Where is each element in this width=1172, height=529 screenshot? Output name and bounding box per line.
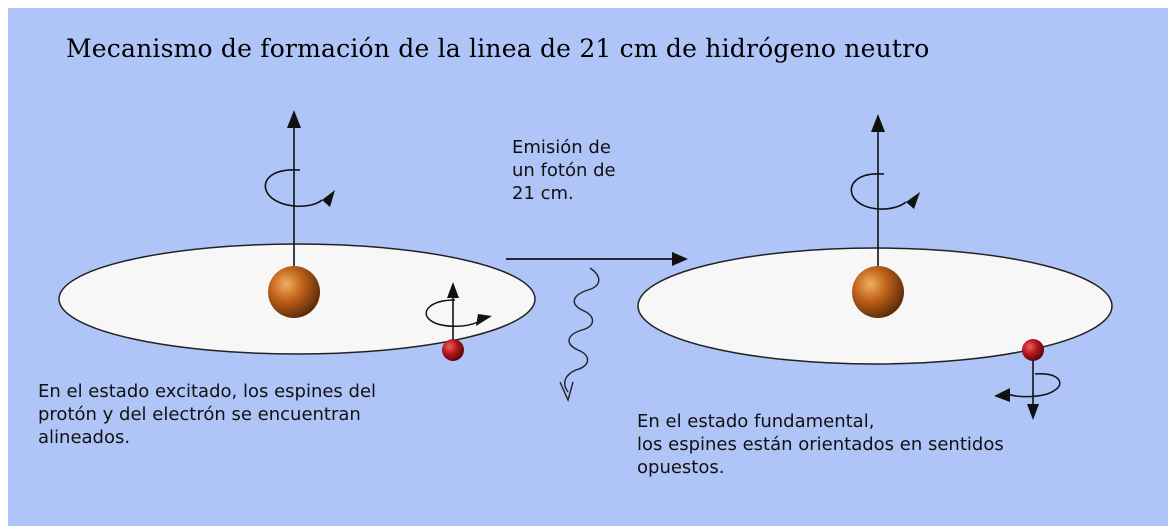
electron-sphere-right	[1022, 339, 1044, 361]
proton-sphere-right	[852, 266, 904, 318]
electron-spin-arrowhead-up	[447, 282, 459, 298]
excited-state-atom	[58, 110, 536, 361]
transition-arrow	[506, 252, 688, 266]
diagram-title: Mecanismo de formación de la linea de 21…	[66, 34, 930, 63]
photon-wave-icon	[559, 267, 600, 403]
proton-rotation-arrow-right	[850, 173, 920, 210]
excited-caption-line: alineados.	[38, 427, 131, 448]
excited-caption-line: En el estado excitado, los espines del	[38, 381, 377, 402]
ground-caption-line: En el estado fundamental,	[637, 411, 875, 432]
electron-sphere	[442, 339, 464, 361]
proton-sphere	[268, 266, 320, 318]
ground-state-caption: En el estado fundamental, los espines es…	[637, 410, 1004, 479]
emission-caption-line: un fotón de	[512, 160, 616, 181]
emission-caption: Emisión de un fotón de 21 cm.	[512, 136, 616, 205]
proton-spin-arrowhead-right	[871, 114, 885, 132]
ground-state-atom	[637, 114, 1113, 420]
proton-rotation-arrow	[264, 169, 335, 208]
electron-rotation-arrow-right	[994, 373, 1061, 402]
electron-rotation-arrow	[425, 299, 492, 327]
ground-caption-line: opuestos.	[637, 457, 725, 478]
emission-caption-line: 21 cm.	[512, 183, 574, 204]
emission-caption-line: Emisión de	[512, 137, 611, 158]
excited-caption-line: protón y del electrón se encuentran	[38, 404, 361, 425]
excited-state-caption: En el estado excitado, los espines del p…	[38, 380, 376, 449]
proton-spin-arrowhead	[287, 110, 301, 128]
ground-caption-line: los espines están orientados en sentidos	[637, 434, 1004, 455]
electron-spin-arrowhead-down	[1027, 404, 1039, 420]
